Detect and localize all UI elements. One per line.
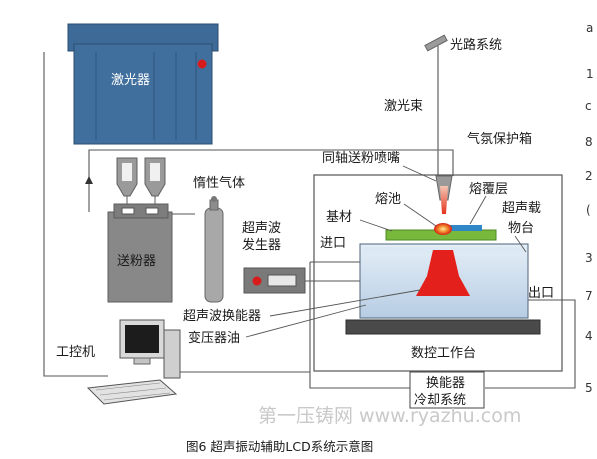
optical-system-label: 光路系统	[450, 37, 502, 53]
edge-char: 7	[585, 289, 593, 303]
control-pc-label: 工控机	[56, 345, 95, 360]
laser-indicator-icon	[197, 59, 207, 69]
figure-caption: 图6 超声振动辅助LCD系统示意图	[186, 439, 373, 454]
atmosphere-box	[313, 174, 563, 372]
transducer-label: 超声波换能器	[183, 309, 261, 324]
cooling-system: 换能器 冷却系统	[409, 371, 485, 409]
ultrasonic-generator-label-1: 超声波	[242, 221, 281, 236]
control-pc	[86, 319, 181, 405]
ultrasonic-stage-label-2: 物台	[508, 221, 534, 236]
inert-gas-label: 惰性气体	[193, 175, 245, 191]
transformer-oil-label: 变压器油	[188, 330, 240, 346]
coaxial-nozzle	[435, 175, 453, 214]
laser-label: 激光器	[111, 73, 150, 88]
atmosphere-box-label: 气氛保护箱	[467, 131, 532, 147]
nozzle-label: 同轴送粉喷嘴	[322, 151, 400, 166]
laser-beam-label: 激光束	[384, 99, 423, 114]
ultrasonic-transducer	[416, 250, 470, 296]
powder-feeder-label: 送粉器	[117, 254, 156, 269]
outlet-label: 出口	[528, 286, 554, 301]
right-edge-text: a 1 c 8 2 ( 3 7 4 5	[585, 21, 594, 395]
inert-gas-cylinder	[204, 196, 224, 303]
edge-char: 3	[585, 251, 593, 265]
edge-char: 2	[585, 169, 593, 183]
loop-arrow	[85, 176, 93, 184]
generator-indicator-icon	[252, 276, 262, 286]
cnc-base-plate	[345, 319, 541, 335]
melt-pool	[434, 223, 452, 235]
melt-pool-label: 熔池	[375, 192, 401, 207]
laser-unit: 激光器	[67, 23, 219, 145]
cooling-label-1: 换能器	[426, 376, 465, 391]
edge-char: a	[586, 21, 593, 35]
edge-char: 8	[585, 135, 593, 149]
edge-char: c	[585, 99, 592, 113]
edge-char: 4	[585, 329, 593, 343]
edge-char: (	[586, 203, 591, 217]
cnc-table-label: 数控工作台	[411, 346, 476, 361]
optical-mirror-icon	[424, 34, 448, 52]
substrate-label: 基材	[326, 210, 352, 225]
edge-char: 1	[586, 67, 594, 81]
ultrasonic-generator-label-2: 发生器	[242, 237, 281, 253]
ultrasonic-generator	[243, 267, 306, 294]
powder-feeder: 送粉器	[107, 157, 173, 303]
cladding-layer	[450, 225, 482, 231]
cladding-layer-label: 熔覆层	[469, 182, 508, 197]
inlet-label: 进口	[320, 236, 346, 251]
watermark: 第一压铸网 www.ryazhu.com	[258, 405, 521, 427]
edge-char: 5	[585, 381, 593, 395]
ultrasonic-stage-label-1: 超声载	[502, 201, 541, 216]
cooling-label-2: 冷却系统	[414, 393, 466, 408]
